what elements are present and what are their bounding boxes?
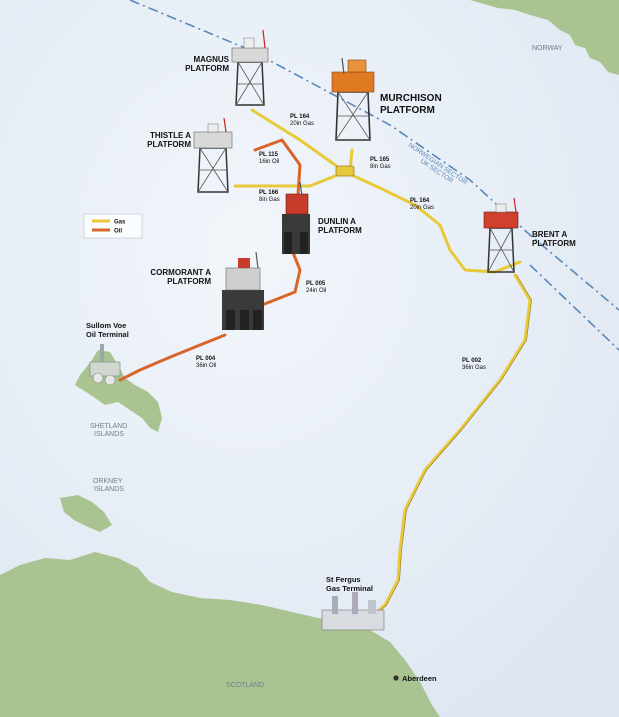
- legend-gas-label: Gas: [114, 220, 126, 226]
- orkney-label-line2: ISLANDS: [94, 486, 124, 493]
- gas-pipelines-outline: [371, 274, 532, 619]
- murchison-label-line1: MURCHISON: [380, 93, 442, 104]
- stfergus-label-line2: Gas Terminal: [326, 584, 373, 593]
- murchison-platform-icon: [331, 57, 375, 141]
- pl164a-label-line1: PL 164: [290, 114, 310, 120]
- sector-boundary-line: [129, 0, 619, 311]
- orkney-label-line1: ORKNEY: [93, 478, 123, 485]
- orkney-land: [60, 495, 112, 532]
- pl004-label-line1: PL 004: [196, 356, 216, 362]
- norway-label: NORWAY: [532, 45, 563, 52]
- sullom-label-line1: Sullom Voe: [86, 321, 126, 330]
- magnus-label-line2: PLATFORM: [185, 64, 229, 73]
- magnus-label-line1: MAGNUS: [193, 55, 229, 64]
- cormorant-label-line2: PLATFORM: [167, 277, 211, 286]
- gas-junction: [335, 165, 355, 177]
- pl164b-label-line2: 20in Gas: [410, 205, 434, 211]
- scotland-label: SCOTLAND: [226, 682, 264, 689]
- legend: Gas Oil: [83, 213, 143, 239]
- norway-land: [470, 0, 619, 75]
- aberdeen-marker: [393, 675, 399, 681]
- pl002-label-line1: PL 002: [462, 358, 482, 364]
- st-fergus-terminal-icon: [321, 592, 385, 631]
- dunlin-platform-icon: [282, 181, 310, 254]
- pl115-label-line1: PL 115: [259, 152, 279, 158]
- pl004-label-line2: 36in Oil: [196, 363, 216, 369]
- dunlin-label-line2: PLATFORM: [318, 226, 362, 235]
- pl115-label-line2: 16in Oil: [259, 159, 279, 165]
- legend-oil-label: Oil: [114, 229, 122, 235]
- stfergus-label-line1: St Fergus: [326, 575, 361, 584]
- shetland-label-line2: ISLANDS: [94, 431, 124, 438]
- pl166-label-line2: 8in Gas: [259, 197, 280, 203]
- dunlin-label-line1: DUNLIN A: [318, 217, 356, 226]
- murchison-label-line2: PLATFORM: [380, 105, 435, 116]
- sullom-voe-terminal-icon: [89, 344, 121, 386]
- thistle-label-line1: THISTLE A: [150, 131, 191, 140]
- pl166-label-line1: PL 166: [259, 190, 279, 196]
- thistle-platform-icon: [193, 117, 233, 193]
- sector-boundary-line-south: [529, 264, 619, 351]
- magnus-platform-icon: [231, 29, 269, 106]
- shetland-label-line1: SHETLAND: [90, 423, 127, 430]
- scotland-land: [0, 552, 440, 717]
- brent-platform-icon: [483, 197, 519, 273]
- pl164a-label-line2: 20in Gas: [290, 121, 314, 127]
- cormorant-label-line1: CORMORANT A: [150, 268, 211, 277]
- brent-label-line2: PLATFORM: [532, 239, 576, 248]
- pl165-label-line1: PL 165: [370, 157, 390, 163]
- pl005-label-line2: 24in Oil: [306, 288, 326, 294]
- pl002-label-line2: 36in Gas: [462, 365, 486, 371]
- pl165-label-line2: 8in Gas: [370, 164, 391, 170]
- aberdeen-label: Aberdeen: [402, 674, 437, 683]
- sullom-label-line2: Oil Terminal: [86, 330, 129, 339]
- pl005-label-line1: PL 005: [306, 281, 326, 287]
- cormorant-platform-icon: [222, 251, 264, 330]
- pl164b-label-line1: PL 164: [410, 198, 430, 204]
- brent-label-line1: BRENT A: [532, 230, 567, 239]
- thistle-label-line2: PLATFORM: [147, 140, 191, 149]
